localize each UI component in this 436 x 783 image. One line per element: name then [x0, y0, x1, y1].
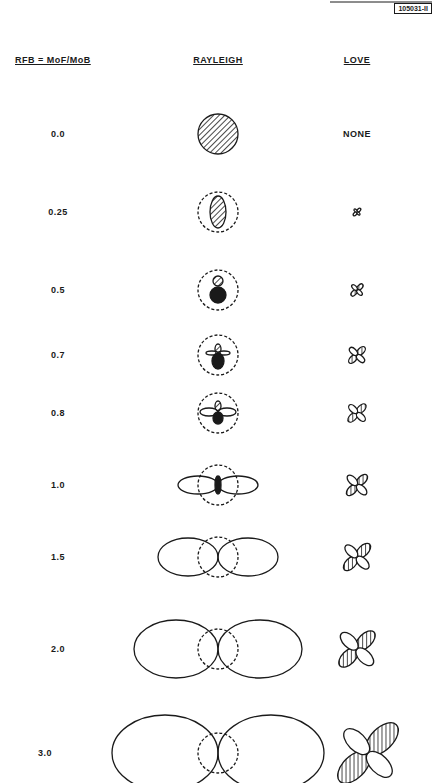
ratio-value: 3.0	[38, 748, 52, 758]
ratio-value: 1.0	[51, 480, 65, 490]
love-lobe	[339, 724, 374, 759]
none-note: NONE	[343, 129, 371, 139]
ratio-value: 0.25	[48, 207, 68, 217]
column-header: RAYLEIGH	[193, 55, 243, 65]
figure-tag: 105031-II	[394, 3, 432, 14]
ratio-value: 0.0	[51, 129, 65, 139]
ratio-header: RFB = MoF/MoB	[15, 55, 91, 65]
love-lobe	[351, 284, 359, 292]
love-lobe	[347, 403, 359, 415]
love-lobe	[348, 346, 359, 357]
ratio-value: 2.0	[51, 644, 65, 654]
love-lobe	[337, 629, 361, 653]
ratio-value: 0.8	[51, 408, 65, 418]
ratio-value: 0.5	[51, 285, 65, 295]
love-lobe	[353, 208, 357, 212]
love-lobe	[345, 473, 359, 487]
column-header: LOVE	[344, 55, 371, 65]
ratio-value: 0.7	[51, 350, 65, 360]
tag-text: 105031-II	[398, 5, 428, 12]
love-lobe	[343, 543, 361, 561]
ratio-value: 1.5	[51, 552, 65, 562]
